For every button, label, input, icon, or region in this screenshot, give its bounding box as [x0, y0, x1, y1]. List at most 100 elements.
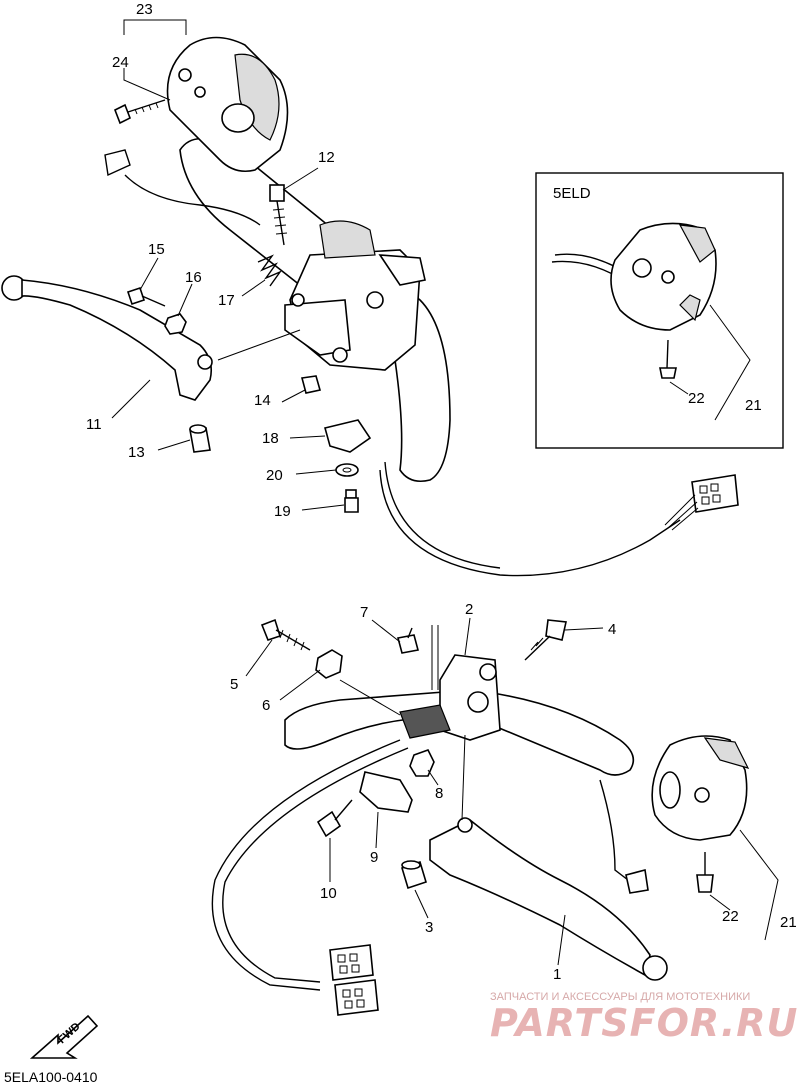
callout-19: 19 — [274, 503, 291, 520]
leader-7-bracket — [431, 625, 439, 690]
callout-14: 14 — [254, 392, 271, 409]
leader-5 — [245, 639, 273, 677]
leader-3 — [414, 889, 429, 919]
clamp-bracket-2 — [399, 654, 501, 741]
leader-19 — [301, 504, 345, 511]
leader-11 — [111, 379, 151, 419]
connector-upper — [664, 474, 739, 531]
leader-21-inset — [709, 304, 751, 421]
leader-24 — [123, 68, 171, 101]
connector-lower-b — [334, 979, 379, 1016]
callout-8: 8 — [435, 785, 443, 802]
callout-12: 12 — [318, 149, 335, 166]
leader-2 — [464, 617, 471, 656]
inset-5eld: 5ELD 22 21 — [535, 172, 784, 449]
leader-12 — [282, 167, 319, 191]
right-switch-housing — [651, 735, 750, 841]
nut-6 — [315, 649, 343, 679]
bolt-15 — [126, 286, 166, 307]
callout-15: 15 — [148, 241, 165, 258]
leader-8 — [427, 769, 439, 786]
master-cylinder — [284, 220, 426, 371]
leader-1 — [557, 914, 566, 966]
inset-title: 5ELD — [553, 185, 591, 202]
wire-upper — [124, 174, 261, 226]
callout-2: 2 — [465, 601, 473, 618]
collar-3 — [401, 860, 427, 890]
callout-21-inset: 21 — [745, 397, 762, 414]
leader-nut6-rod — [339, 679, 401, 716]
clutch-switch-9 — [359, 771, 413, 813]
nut-14 — [300, 375, 322, 394]
leader-22-lower — [709, 894, 731, 911]
leader-17 — [241, 279, 266, 297]
callout-17: 17 — [218, 292, 235, 309]
leader-20 — [295, 469, 337, 475]
left-switch-housing — [166, 36, 289, 173]
bolt-5 — [260, 618, 311, 651]
leader-16 — [177, 283, 193, 317]
screw-7 — [397, 627, 419, 654]
spring-17 — [257, 254, 283, 287]
callout-1: 1 — [553, 966, 561, 983]
watermark-logo: PARTSFOR.RU — [490, 1001, 798, 1045]
wire-lower-upper-2 — [384, 461, 501, 569]
callout-3: 3 — [425, 919, 433, 936]
callout-11: 11 — [86, 416, 102, 433]
callout-9: 9 — [370, 849, 378, 866]
watermark: ЗАПЧАСТИ И АКСЕССУАРЫ ДЛЯ МОТОТЕХНИКИ PA… — [490, 991, 798, 1045]
callout-13: 13 — [128, 444, 145, 461]
clutch-lever-1 — [429, 817, 668, 981]
leader-14 — [281, 389, 306, 403]
callout-4: 4 — [608, 621, 616, 638]
inset-screw-22 — [659, 339, 677, 379]
brake-switch-18 — [324, 419, 372, 453]
callout-7: 7 — [360, 604, 368, 621]
screw-10 — [316, 799, 353, 838]
callout-24: 24 — [112, 54, 129, 71]
wire-short-lower — [599, 779, 629, 881]
wire-lower-upper — [379, 469, 681, 577]
connector-small — [625, 868, 649, 894]
nut-16 — [164, 313, 187, 335]
callout-20: 20 — [266, 467, 283, 484]
callout-18: 18 — [262, 430, 279, 447]
lower-assembly — [211, 617, 779, 1016]
callout-6: 6 — [262, 697, 270, 714]
leader-13 — [157, 439, 191, 451]
connector-lower-a — [329, 944, 374, 981]
callout-16: 16 — [185, 269, 202, 286]
leader-15 — [139, 257, 159, 291]
screw-24 — [113, 99, 166, 125]
callout-5: 5 — [230, 676, 238, 693]
fwd-arrow: FWD — [29, 1014, 99, 1059]
inset-switch-housing — [610, 222, 717, 331]
fwd-arrow-icon — [29, 1014, 99, 1059]
leader-18 — [289, 435, 326, 439]
screw-19 — [344, 489, 359, 513]
leader-23 — [123, 19, 187, 35]
leader-9 — [375, 811, 379, 849]
watermark-caption: ЗАПЧАСТИ И АКСЕССУАРЫ ДЛЯ МОТОТЕХНИКИ — [490, 991, 750, 1003]
screw-22-lower — [696, 852, 714, 893]
leader-21-lower — [739, 829, 779, 941]
leader-4 — [564, 627, 604, 631]
leader-7 — [371, 619, 401, 643]
brake-lever-11 — [1, 275, 213, 401]
callout-22-inset: 22 — [688, 390, 705, 407]
leader-22-inset — [669, 381, 689, 395]
callout-23: 23 — [136, 1, 153, 18]
bolt-12 — [269, 184, 288, 246]
callout-10: 10 — [320, 885, 337, 902]
callout-21: 21 — [780, 914, 797, 931]
bolt-4 — [524, 619, 567, 661]
wire-connector-upper — [104, 149, 131, 177]
wire-long-lower — [211, 739, 401, 991]
callouts: 23 24 12 15 16 17 11 13 14 18 20 19 2 4 … — [86, 1, 797, 983]
leader-6 — [279, 669, 321, 701]
callout-22: 22 — [722, 908, 739, 925]
upper-assembly — [1, 19, 739, 577]
diagram-code: 5ELA100-0410 — [4, 1069, 98, 1085]
leader-lever-pivot — [217, 329, 301, 361]
